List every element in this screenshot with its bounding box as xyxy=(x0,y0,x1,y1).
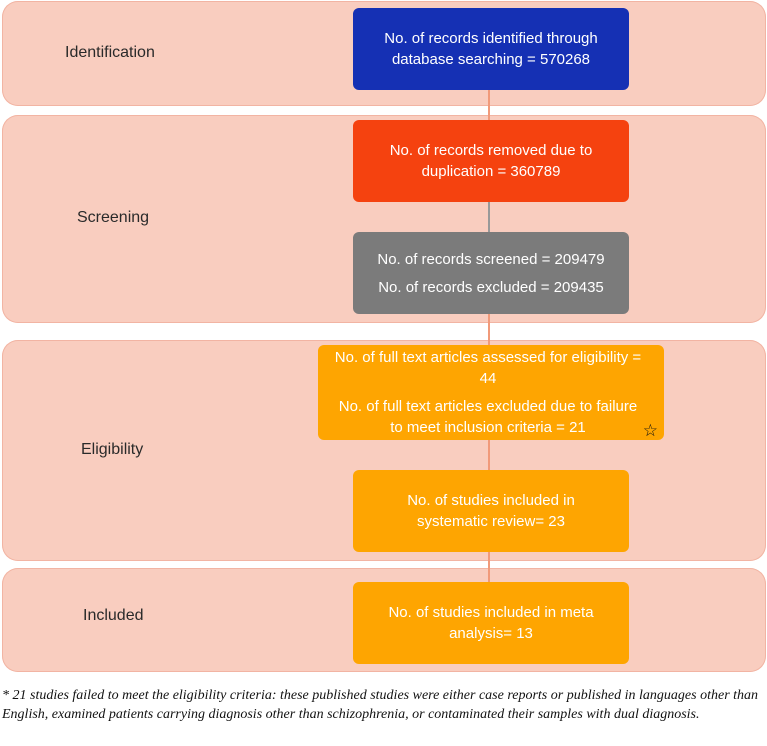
stage-label-screening: Screening xyxy=(77,209,150,226)
connector-screened-to-fulltext xyxy=(488,314,490,345)
records-identified-box: No. of records identified through databa… xyxy=(353,8,629,90)
connector-review-to-meta xyxy=(488,552,490,582)
records-removed-text: No. of records removed due to duplicatio… xyxy=(389,142,593,180)
stage-label-eligibility: Eligibility xyxy=(81,441,144,458)
records-excluded-text: No. of records excluded = 209435 xyxy=(378,278,604,296)
records-screened-box: No. of records screened = 209479 No. of … xyxy=(353,232,629,314)
meta-analysis-box: No. of studies included in meta analysis… xyxy=(353,582,629,664)
connector-identified-to-removed xyxy=(488,89,490,120)
records-screened-text: No. of records screened = 209479 xyxy=(377,250,605,268)
full-text-assessed-text: No. of full text articles assessed for e… xyxy=(334,349,642,387)
systematic-review-text: No. of studies included in systematic re… xyxy=(407,492,575,530)
connector-fulltext-to-review xyxy=(488,440,490,470)
footnote: * 21 studies failed to meet the eligibil… xyxy=(2,688,759,722)
full-text-excluded-text: No. of full text articles excluded due t… xyxy=(338,398,638,436)
systematic-review-box: No. of studies included in systematic re… xyxy=(353,470,629,552)
full-text-articles-box: No. of full text articles assessed for e… xyxy=(318,345,664,440)
connector-removed-to-screened xyxy=(488,202,490,232)
meta-analysis-text: No. of studies included in meta analysis… xyxy=(388,604,594,642)
star-outline-icon: ☆ xyxy=(642,421,658,440)
records-identified-text: No. of records identified through databa… xyxy=(384,30,598,68)
stage-label-included: Included xyxy=(83,607,144,624)
records-removed-box: No. of records removed due to duplicatio… xyxy=(353,120,629,202)
stage-label-identification: Identification xyxy=(65,44,155,61)
